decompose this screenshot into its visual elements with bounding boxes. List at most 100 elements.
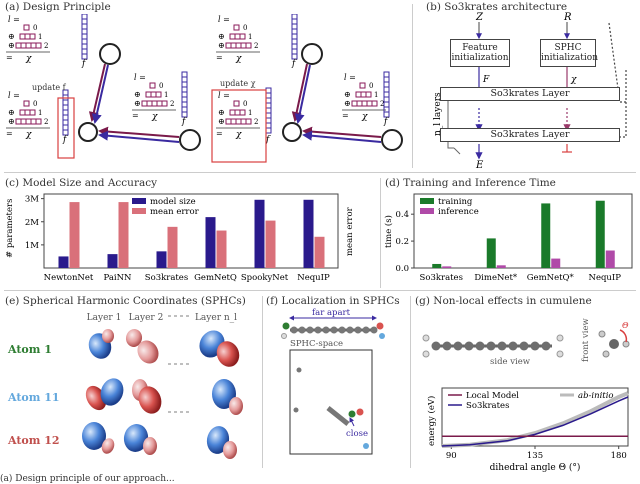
bar-inference (605, 250, 615, 268)
carbon-atom (306, 326, 314, 334)
feature-cell (81, 53, 88, 60)
direct-sum: ⊕ (134, 90, 141, 99)
sphc-space-label: SPHC-space (290, 339, 343, 349)
feature-cell (81, 33, 88, 40)
feature-cell (265, 117, 272, 124)
feature-cell (383, 76, 390, 83)
feature-init-box: Feature initialization (450, 39, 510, 67)
sphc-cell (30, 42, 37, 49)
atom-node (301, 43, 323, 65)
l-label: l = (344, 73, 356, 82)
far-apart-label: far apart (312, 308, 351, 318)
bar-mean-error (167, 226, 178, 268)
bar-model-size (58, 256, 69, 268)
atom-1-marker (282, 322, 290, 330)
f-label: f (291, 59, 297, 69)
atom-12-marker (376, 322, 384, 330)
feature-cell (265, 122, 272, 129)
sphc-cell (356, 100, 363, 107)
direct-sum: ⊕ (218, 41, 225, 50)
degree-label: 2 (44, 42, 48, 50)
l-label: l = (134, 73, 146, 82)
sphc-cell (355, 91, 362, 98)
hydrogen-atom (422, 350, 430, 358)
sphc-cell (25, 118, 32, 125)
hydrogen-atom (422, 334, 430, 342)
sphc-cell (371, 100, 378, 107)
column-label: Layer n_l (195, 313, 237, 323)
sphc-cell (240, 118, 247, 125)
degree-label: 0 (159, 82, 163, 90)
feature-cell (265, 127, 272, 134)
bar-model-size (303, 199, 314, 268)
sphc-lobe (101, 438, 115, 454)
sphc-lobe (138, 386, 162, 414)
panel-g-title: (g) Non-local effects in cumulene (415, 295, 592, 307)
so3krates-layer-1: So3krates Layer (440, 87, 620, 101)
legend-label: inference (438, 207, 479, 217)
x-tick-label: SpookyNet (241, 273, 289, 283)
sphc-cell (24, 109, 31, 116)
chi-label: χ (235, 130, 242, 140)
feature-cell (181, 106, 188, 113)
front-view-label: front view (581, 318, 591, 362)
feature-cell (265, 97, 272, 104)
sphc-cell (240, 42, 247, 49)
degree-label: 1 (374, 91, 378, 99)
r-label: R (563, 12, 572, 23)
separator (380, 178, 381, 288)
sphc-cell (24, 33, 31, 40)
feature-cell (62, 129, 69, 136)
degree-label: 2 (44, 118, 48, 126)
feature-cell (291, 48, 298, 55)
sphc-cell (359, 82, 366, 89)
degree-label: 2 (254, 42, 258, 50)
sphc-cell (35, 42, 42, 49)
direct-sum: ⊕ (8, 117, 15, 126)
carbon-atom (362, 326, 370, 334)
sphc-cell (155, 91, 162, 98)
carbon-atom (508, 341, 518, 351)
sphc-cell (161, 100, 168, 107)
degree-label: 1 (38, 33, 42, 41)
atom-node (282, 122, 302, 142)
l-label: l = (218, 91, 230, 100)
row-label-atom-1: Atom 1 (8, 343, 52, 356)
panel-c-title: (c) Model Size and Accuracy (5, 177, 158, 189)
legend-label: model size (150, 197, 196, 207)
x-axis-label: dihedral angle Θ (°) (490, 462, 581, 473)
y-tick-label: 1M (25, 241, 39, 251)
chi-label: χ (25, 130, 32, 140)
sphc-cell (245, 118, 252, 125)
feature-cell (62, 124, 69, 131)
direct-sum: ⊕ (218, 117, 225, 126)
sphc-cell (149, 82, 156, 89)
feature-cell (81, 28, 88, 35)
atom-node (179, 129, 201, 151)
x-tick-label: DimeNet* (474, 273, 518, 283)
row-label-atom-12: Atom 12 (8, 434, 60, 447)
feature-cell (181, 111, 188, 118)
panel-b-title: (b) So3krates architecture (426, 1, 568, 13)
y-tick-label: 0.4 (395, 210, 409, 220)
sphc-cell (19, 33, 26, 40)
series-so3krates (441, 396, 629, 447)
feature-cell (181, 86, 188, 93)
bar-training (432, 263, 442, 268)
sphc-cell (351, 100, 358, 107)
x-tick-label: 135 (527, 451, 543, 461)
atom-node (78, 122, 98, 142)
legend-label: Local Model (466, 391, 519, 401)
atom-node (99, 43, 121, 65)
sphc-cell (229, 33, 236, 40)
theta-label: Θ (622, 321, 629, 330)
e-label: E (475, 160, 484, 170)
f-label: f (383, 117, 389, 127)
bar-model-size (107, 254, 118, 268)
chi-label: χ (25, 54, 32, 64)
bar-model-size (156, 251, 167, 268)
sphc-cell (156, 100, 163, 107)
separator (262, 296, 263, 468)
bar-mean-error (314, 236, 325, 268)
feature-cell (62, 109, 69, 116)
